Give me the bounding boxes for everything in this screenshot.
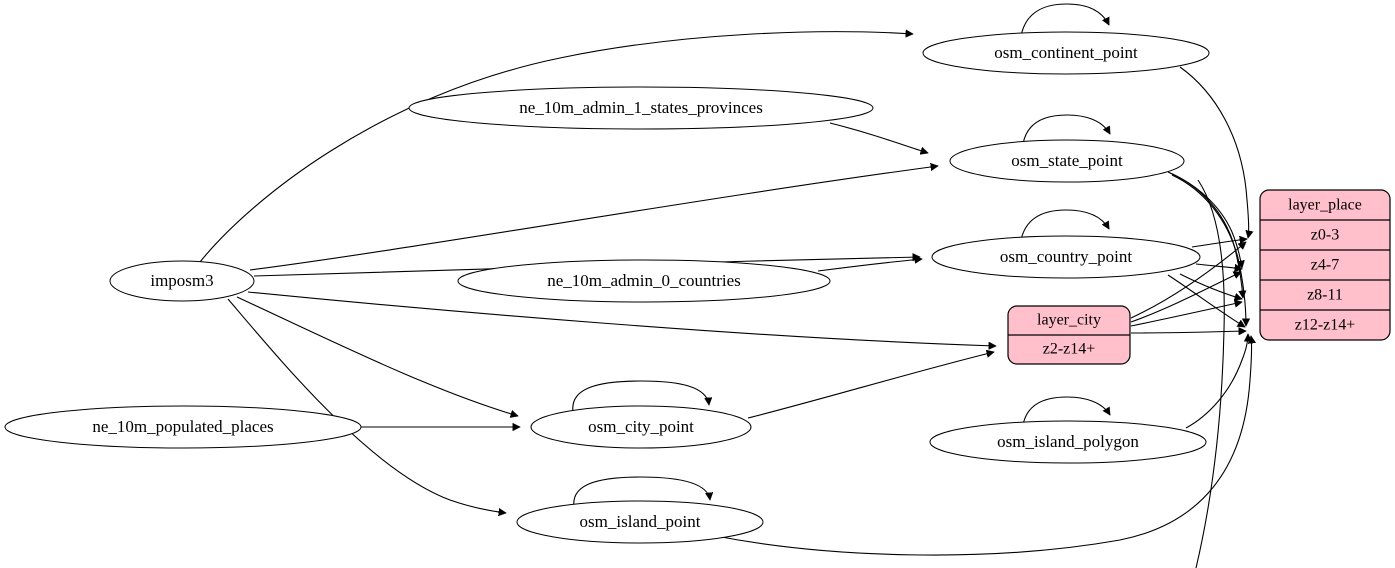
osm_country_point-ellipse[interactable]: [931, 235, 1201, 279]
osm_island_polygon-ellipse[interactable]: [929, 420, 1207, 464]
ne_countries-label: ne_10m_admin_0_countries: [547, 271, 741, 290]
edge-imposm3-to-osm_state_point: [249, 166, 938, 271]
edge-self-osm_continent_point: [1020, 3, 1110, 37]
ne_places-ellipse[interactable]: [4, 405, 362, 449]
edge-osm_country_point-to-layer_place-z4: [1195, 263, 1242, 269]
imposm3-ellipse[interactable]: [109, 260, 255, 302]
osm_city_point-label: osm_city_point: [588, 417, 694, 436]
osm_island_polygon-label: osm_island_polygon: [997, 432, 1139, 451]
osm_city_point-ellipse[interactable]: [530, 405, 752, 449]
edge-self-osm_state_point: [1022, 114, 1111, 145]
node-osm_island_polygon[interactable]: osm_island_polygon: [929, 420, 1207, 464]
layer_city-row-z2: z2-z14+: [1043, 341, 1096, 358]
edge-layer_city-to-layer_place-z8: [1130, 302, 1242, 327]
node-ne_10m_populated_places[interactable]: ne_10m_populated_places: [4, 405, 362, 449]
node-osm_island_point[interactable]: osm_island_point: [516, 500, 764, 544]
node-osm_country_point[interactable]: osm_country_point: [931, 235, 1201, 279]
osm_state_point-label: osm_state_point: [1011, 151, 1123, 170]
layer_place-row-z4: z4-7: [1311, 257, 1339, 274]
edge-osm_country_point-to-layer_place-z0: [1191, 239, 1247, 248]
osm_continent_point-ellipse[interactable]: [922, 31, 1210, 75]
record-layer_place[interactable]: layer_place z0-3 z4-7 z8-11 z12-z14+: [1259, 189, 1391, 341]
node-osm_city_point[interactable]: osm_city_point: [530, 405, 752, 449]
node-osm_continent_point[interactable]: osm_continent_point: [922, 31, 1210, 75]
record-layer: layer_city z2-z14+ layer_place z0-3 z4-7…: [1007, 189, 1391, 365]
edge-layer_city-to-layer_place-z12: [1130, 331, 1246, 333]
edge-osm_continent_point-to-layer_place-z0: [1179, 66, 1249, 238]
node-ne_10m_admin_1_states_provinces[interactable]: ne_10m_admin_1_states_provinces: [408, 86, 874, 130]
osm_continent_point-label: osm_continent_point: [994, 43, 1138, 62]
edge-osm_island_point-to-layer_place-z12: [715, 336, 1252, 556]
edge-self-osm_island_point: [573, 476, 710, 508]
edge-ne_states-to-osm_state_point: [829, 122, 928, 153]
layer_place-row-title: layer_place: [1288, 197, 1362, 214]
edge-layer: [199, 3, 1252, 568]
node-layer: imposm3 ne_10m_admin_1_states_provinces …: [4, 31, 1210, 544]
layer_city-row-title: layer_city: [1037, 312, 1101, 329]
edge-self-osm_country_point: [1020, 209, 1110, 241]
record-layer_city[interactable]: layer_city z2-z14+: [1007, 305, 1131, 365]
layer_place-row-z12: z12-z14+: [1295, 317, 1356, 334]
edge-self-osm_island_polygon: [1022, 396, 1111, 426]
edge-osm_city_point-to-layer_city: [747, 352, 994, 419]
layer_place-row-z8: z8-11: [1307, 287, 1343, 304]
ne_states-label: ne_10m_admin_1_states_provinces: [519, 98, 763, 117]
osm_state_point-ellipse[interactable]: [949, 139, 1185, 183]
edge-osm_state_point-to-layer_place-z8: [1169, 172, 1243, 298]
osm_island_point-ellipse[interactable]: [516, 500, 764, 544]
edge-osm_country_point-to-layer_place-z12: [1167, 274, 1245, 328]
edge-imposm3-to-osm_continent_point: [199, 32, 913, 263]
edge-osm_state_point-to-layer_place-z12: [1171, 174, 1246, 326]
ne_countries-ellipse[interactable]: [457, 259, 831, 303]
layer_place-box[interactable]: [1259, 189, 1391, 341]
edge-ne_countries-to-osm_country_point: [817, 259, 922, 272]
edge-self-osm_city_point: [572, 380, 709, 413]
edge-imposm3-to-osm_island_point: [227, 298, 506, 513]
layer_place-row-z0: z0-3: [1311, 227, 1339, 244]
edge-layer_city-to-layer_place-z0: [1130, 242, 1246, 319]
ne_places-label: ne_10m_populated_places: [92, 417, 273, 436]
edge-osm_state_point-passthrough: [1195, 179, 1225, 568]
edge-osm_island_polygon-to-layer_place-z12: [1185, 334, 1248, 429]
edge-imposm3-to-osm_city_point: [236, 296, 518, 416]
imposm3-label: imposm3: [150, 271, 213, 290]
edge-imposm3-to-layer_city: [247, 291, 996, 346]
osm_country_point-label: osm_country_point: [1000, 247, 1132, 266]
node-osm_state_point[interactable]: osm_state_point: [949, 139, 1185, 183]
ne_states-ellipse[interactable]: [408, 86, 874, 130]
node-ne_10m_admin_0_countries[interactable]: ne_10m_admin_0_countries: [457, 259, 831, 303]
edge-osm_country_point-to-layer_place-z8: [1179, 273, 1242, 299]
osm_island_point-label: osm_island_point: [580, 512, 701, 531]
edge-layer_city-to-layer_place-z4: [1130, 271, 1241, 323]
node-imposm3[interactable]: imposm3: [109, 260, 255, 302]
